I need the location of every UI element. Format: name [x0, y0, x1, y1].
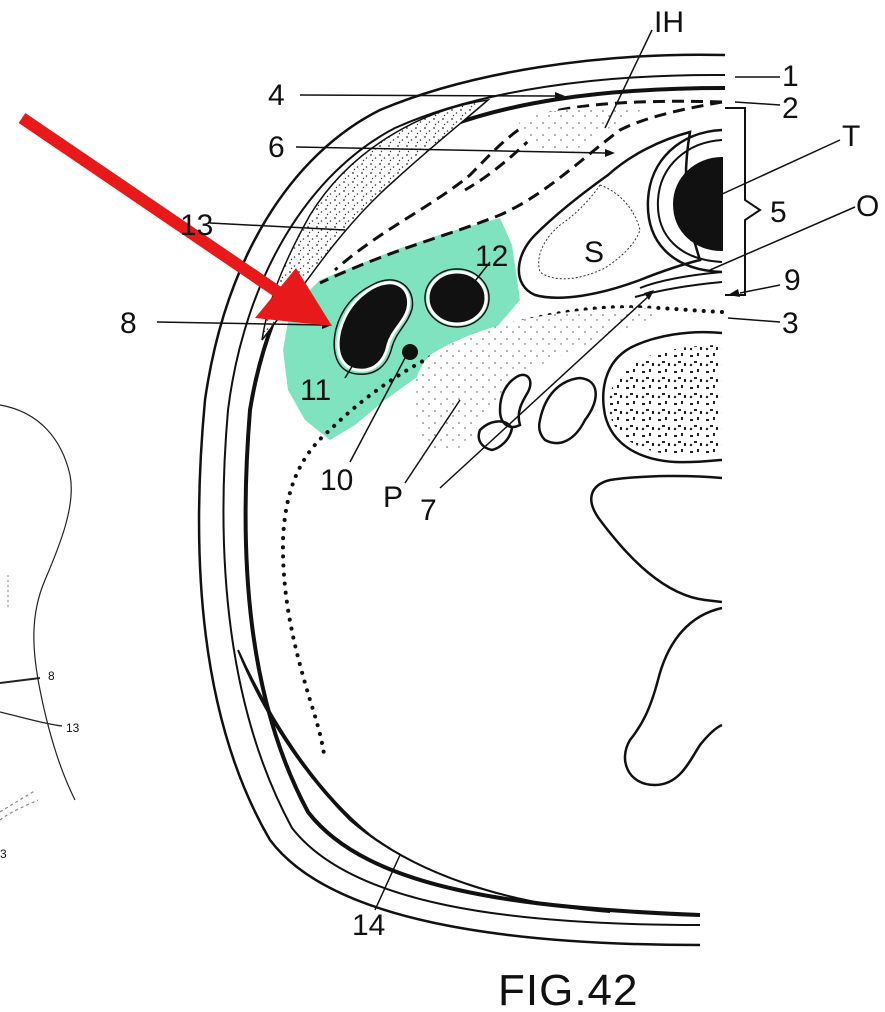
inset-label-13: 13 — [66, 721, 80, 735]
figure-caption: FIG.42 — [498, 966, 639, 1012]
structure-10 — [402, 344, 418, 360]
inset-label-8: 8 — [48, 669, 55, 683]
label-5: 5 — [770, 196, 787, 229]
label-14: 14 — [352, 909, 385, 942]
structure-12 — [428, 272, 486, 324]
label-1: 1 — [782, 60, 799, 93]
label-2: 2 — [782, 92, 799, 125]
sphenoid-structure — [519, 132, 700, 298]
label-12: 12 — [475, 240, 508, 273]
bracket-5 — [725, 108, 760, 295]
label-11: 11 — [300, 374, 331, 407]
label-13: 13 — [180, 209, 213, 242]
label-6: 6 — [268, 131, 285, 164]
label-10: 10 — [320, 464, 353, 497]
label-t: T — [842, 120, 860, 153]
label-o: O — [856, 190, 879, 223]
vertebra-bone — [609, 345, 722, 455]
inset-sketch — [0, 405, 75, 820]
label-8: 8 — [120, 307, 137, 340]
label-s: S — [584, 236, 604, 269]
label-p: P — [383, 481, 403, 514]
label-3: 3 — [782, 307, 799, 340]
label-ih: IH — [654, 6, 684, 39]
label-9: 9 — [784, 264, 801, 297]
red-arrow — [22, 118, 332, 326]
inset-label-3: 3 — [0, 847, 7, 861]
label-7: 7 — [420, 494, 437, 527]
label-4: 4 — [268, 79, 285, 112]
leader-lines — [157, 30, 855, 910]
